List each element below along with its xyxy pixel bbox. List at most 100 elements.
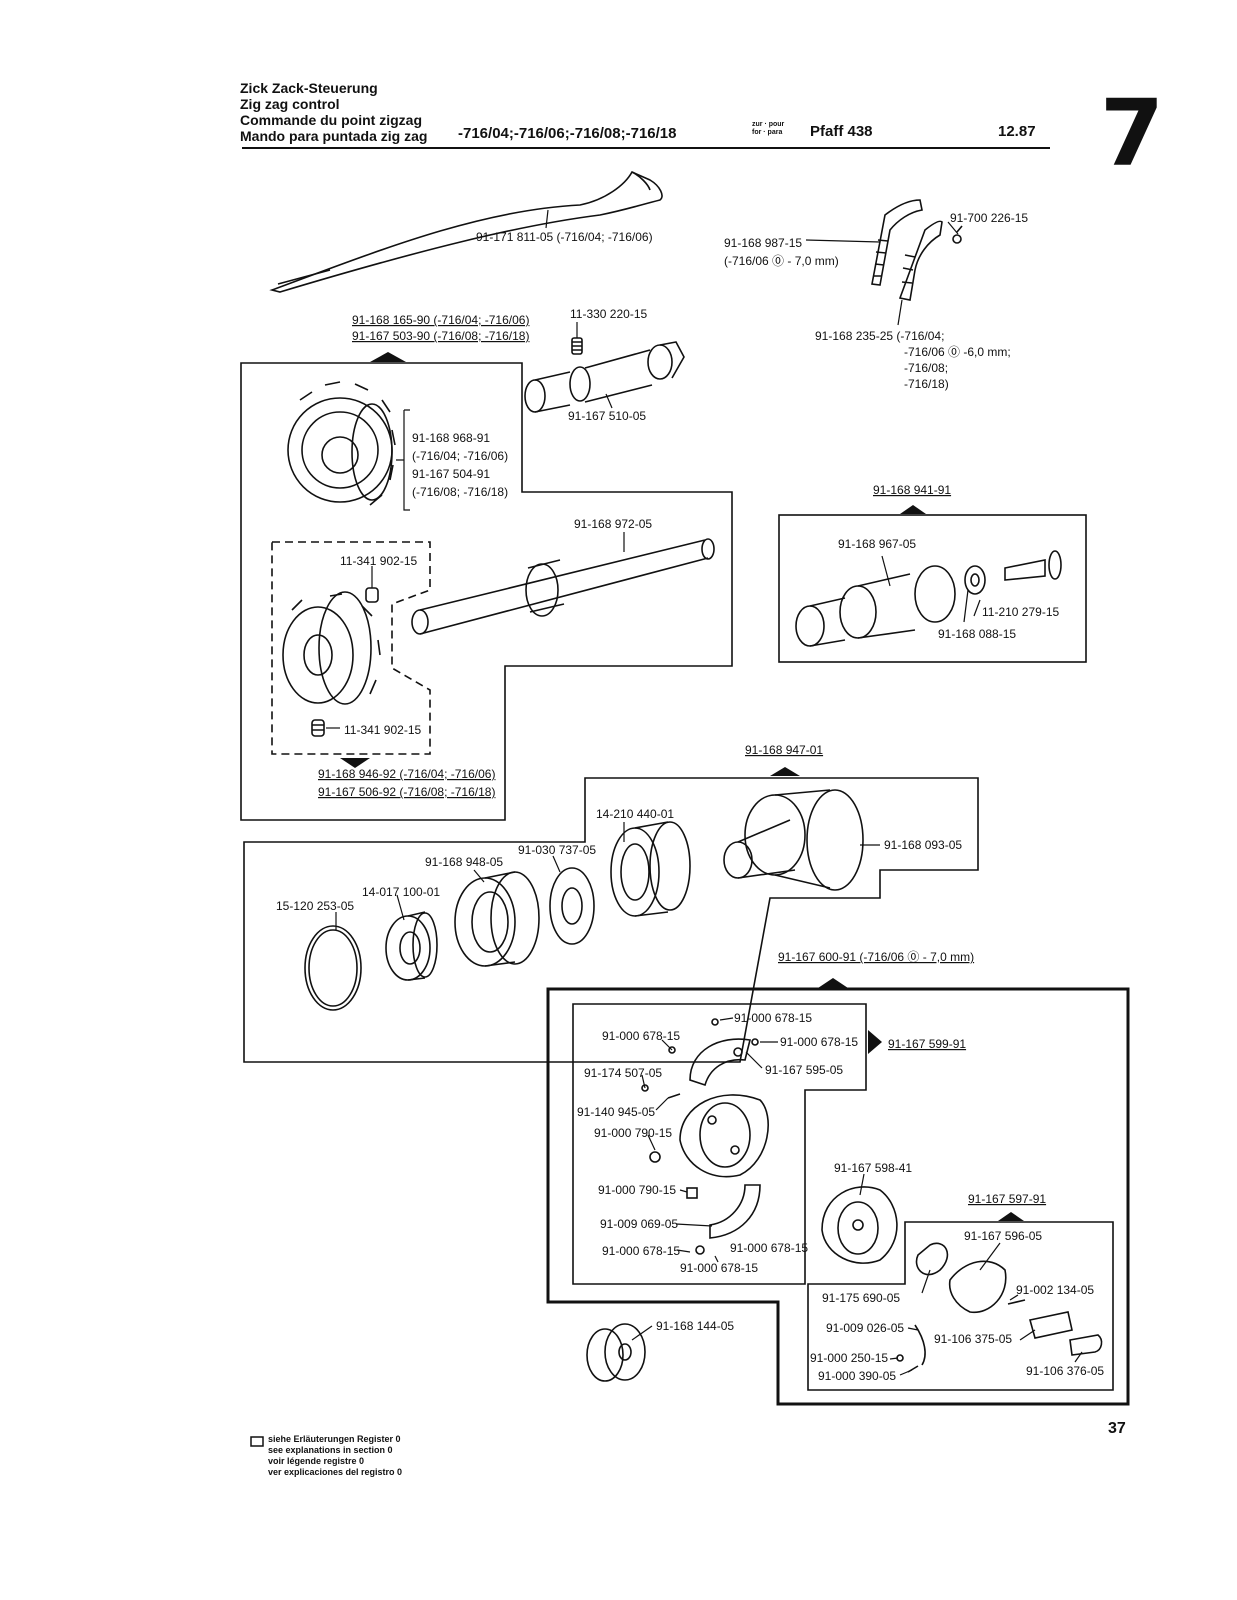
hook-parts-drawing [641,1018,769,1255]
legend-english: see explanations in section 0 [268,1445,393,1455]
assembly-frame-middle [243,777,979,1063]
part-label-scale-screw: 91-700 226-15 [950,211,1028,225]
grub-screw-top-drawing [571,337,583,355]
part-label-ball-bearing: 14-017 100-01 [362,885,440,899]
part-label-scale-a: 91-168 987-15 [724,236,802,250]
part-label-bushing: 91-168 093-05 [884,838,962,852]
part-label-shaft-short: 91-167 510-05 [568,409,646,423]
part-label-bearing-housing: 91-168 948-05 [425,855,503,869]
part-label-gear-a-note: (-716/04; -716/06) [412,449,508,463]
dashed-subassembly-frame [271,541,431,755]
part-label-hook-screw-8: 91-000 678-15 [680,1261,758,1275]
shaft-long-drawing [411,538,715,635]
part-label-tension-spring: 91-002 134-05 [1016,1283,1094,1297]
part-label-scale-b-note2: -716/08; [904,361,948,375]
model-numbers: -716/04;-716/06;-716/08;-716/18 [458,125,677,142]
group-label-3: 91-168 941-91 [873,483,951,497]
part-label-scale-b-note1: -716/06 ⓪ -6,0 mm; [904,345,1011,359]
legend-box-icon [250,1436,264,1447]
group-marker-7 [998,1212,1024,1221]
group-label-4: 91-168 947-01 [745,743,823,757]
part-label-scale-b: 91-168 235-25 (-716/04; [815,329,944,343]
part-label-hook-screw-4: 91-000 790-15 [594,1126,672,1140]
grub-screw-lower-drawing [311,587,379,737]
group-marker-3 [900,505,926,514]
part-label-hook-screw-6: 91-000 678-15 [602,1244,680,1258]
part-label-gear-a: 91-168 968-91 [412,431,490,445]
edition-date: 12.87 [998,123,1036,140]
part-label-hook-screw-1: 91-000 678-15 [734,1011,812,1025]
gear-lower-drawing [282,591,381,705]
title-spanish: Mando para puntada zig zag [240,128,428,144]
assembly-frame-bottom [546,987,1130,1406]
section-number: 7 [1100,80,1165,187]
group-label-6: 91-167 599-91 [888,1037,966,1051]
page-number: 37 [1108,1420,1126,1437]
group-label-7: 91-167 597-91 [968,1192,1046,1206]
part-label-screw: 91-168 088-15 [938,627,1016,641]
machine-name: Pfaff 438 [810,123,873,140]
group-label-1a: 91-168 165-90 (-716/04; -716/06) [352,313,529,327]
group-markers [340,352,1024,1221]
gear-top-drawing [287,381,396,506]
part-label-grub-screw-1: 11-341 902-15 [340,554,418,568]
group-label-1b: 91-167 503-90 (-716/08; -716/18) [352,329,529,343]
title-french: Commande du point zigzag [240,112,422,128]
assembly-frame-bobbin-case [807,1221,1114,1391]
part-label-bobbin: 91-168 144-05 [656,1319,734,1333]
group-marker-6 [868,1030,882,1054]
bearing-parts-drawing [304,789,864,1011]
part-label-disc: 91-030 737-05 [518,843,596,857]
group-label-2a: 91-168 946-92 (-716/04; -716/06) [318,767,495,781]
part-label-lever: 91-171 811-05 (-716/04; -716/06) [476,230,653,244]
part-label-tension-plate: 91-106 375-05 [934,1332,1012,1346]
group-label-2b: 91-167 506-92 (-716/08; -716/18) [318,785,495,799]
part-label-screw-b: 91-000 390-05 [818,1369,896,1383]
bobbin-case-drawing [821,1186,1103,1373]
part-label-needle-bearing: 14-210 440-01 [596,807,674,821]
part-label-grub-screw-2: 11-341 902-15 [344,723,422,737]
part-label-hook-screw-2: 91-000 678-15 [602,1029,680,1043]
part-label-grub-screw-top: 11-330 220-15 [570,307,648,321]
part-label-bobbin-spring: 91-009 026-05 [826,1321,904,1335]
title-german: Zick Zack-Steuerung [240,80,378,96]
zigzag-lever-drawing [269,170,663,293]
group-marker-1 [370,352,406,362]
group-marker-2 [340,758,370,768]
part-label-bobbin-case-base: 91-167 598-41 [834,1161,912,1175]
part-label-bobbin-case: 91-167 596-05 [964,1229,1042,1243]
part-label-retaining-ring: 15-120 253-05 [276,899,354,913]
part-label-eccentric: 91-168 967-05 [838,537,916,551]
leader-lines [326,209,1083,1376]
legend-german: siehe Erläuterungen Register 0 [268,1434,401,1444]
part-label-gib: 91-167 595-05 [765,1063,843,1077]
part-label-latch-lever: 91-106 376-05 [1026,1364,1104,1378]
for-label-1: zur · pour [752,121,785,128]
part-label-hook-screw-5: 91-000 790-15 [598,1183,676,1197]
zigzag-scales-drawing [871,199,963,301]
part-label-pin: 91-174 507-05 [584,1066,662,1080]
for-label-2: for · para [752,129,783,136]
assembly-frame-left [240,362,733,821]
group-label-5: 91-167 600-91 (-716/06 ⓪ - 7,0 mm) [778,950,974,964]
assembly-frame-hook [572,1003,867,1285]
part-label-gear-b-note: (-716/08; -716/18) [412,485,508,499]
part-label-washer: 11-210 279-15 [982,605,1060,619]
bobbin-drawing [586,1323,646,1382]
part-label-hook-screw-7: 91-000 678-15 [730,1241,808,1255]
group-marker-4 [770,767,800,776]
group-marker-5 [818,978,848,988]
part-label-screw-a: 91-000 250-15 [810,1351,888,1365]
assembly-frame-right [778,514,1087,663]
part-label-hook-guide: 91-009 069-05 [600,1217,678,1231]
title-english: Zig zag control [240,96,340,112]
part-label-gear-b: 91-167 504-91 [412,467,490,481]
eccentric-drawing [795,550,1062,647]
shaft-short-drawing [524,341,685,413]
part-label-spring: 91-140 945-05 [577,1105,655,1119]
legend-french: voir légende registre 0 [268,1456,365,1466]
part-label-shaft-long: 91-168 972-05 [574,517,652,531]
part-label-scale-a-note: (-716/06 ⓪ - 7,0 mm) [724,254,839,268]
part-label-latch: 91-175 690-05 [822,1291,900,1305]
